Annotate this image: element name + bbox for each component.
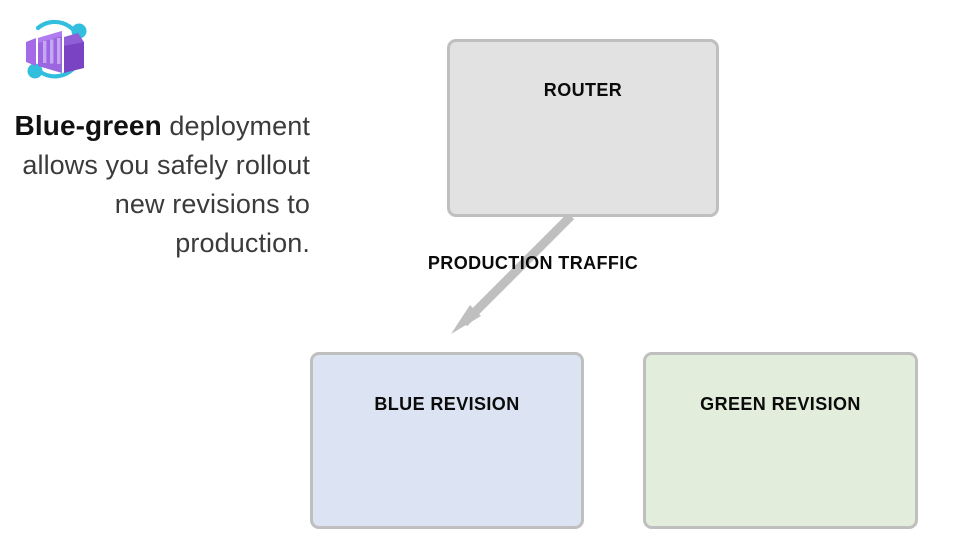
node-router-label: ROUTER [543,80,623,100]
orbit-node-bottom [27,63,43,79]
container-cube-right [64,37,84,73]
node-green-revision-label: GREEN REVISION [700,394,861,414]
container-rib-3 [57,38,61,64]
edge-label-production-traffic: PRODUCTION TRAFFIC [427,253,639,273]
azure-container-apps-logo [18,16,94,88]
container-slab-left [26,38,36,66]
caption-rest: deployment allows you safely rollout new… [22,111,310,258]
caption-text: Blue-green deployment allows you safely … [10,106,310,263]
container-rib-2 [50,39,54,64]
logo-svg [26,19,87,79]
container-body-top [38,31,62,43]
node-blue-revision[interactable]: BLUE REVISION [310,352,584,529]
node-blue-revision-label: BLUE REVISION [374,394,520,414]
node-green-revision[interactable]: GREEN REVISION [643,352,918,529]
node-router[interactable]: ROUTER [447,39,719,217]
connector-arrowhead [451,305,481,334]
container-cube-top [64,33,84,46]
container-rib-1 [43,41,47,63]
caption-lead: Blue-green [14,110,162,141]
